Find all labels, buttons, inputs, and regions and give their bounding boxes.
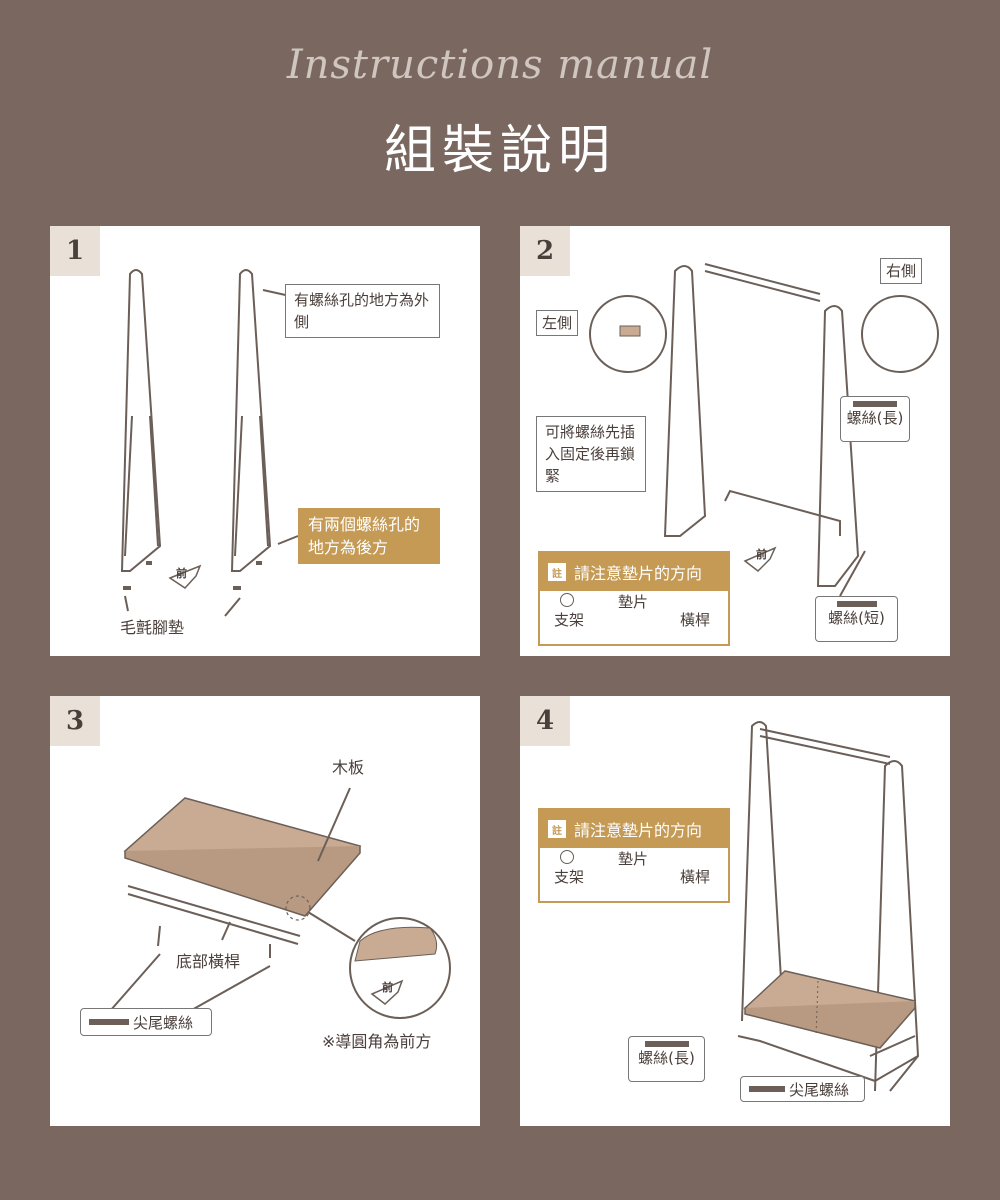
note-title: 請注意墊片的方向 (574, 564, 703, 583)
screw-icon (853, 401, 897, 407)
long-screw-label: 螺絲(長) (638, 1049, 695, 1067)
front-label: 前 (756, 548, 767, 561)
board-label: 木板 (332, 758, 365, 777)
script-title: Instructions manual (286, 42, 714, 88)
step-3-panel: 3 木板 底部橫桿 前 尖尾螺絲 ※導圓角為前方 (50, 696, 480, 1126)
felt-pad-label: 毛氈腳墊 (120, 618, 185, 637)
step-2-diagram (589, 263, 939, 597)
pointed-screw-box: 尖尾螺絲 (740, 1076, 865, 1102)
stand-label: 支架 (554, 868, 585, 886)
step-3-diagram (109, 787, 451, 1019)
washer-note: 註請注意墊片的方向 支架 墊片 橫桿 (538, 808, 730, 903)
step-number: 1 (50, 226, 100, 276)
left-side-label: 左側 (536, 310, 579, 336)
screw-icon (749, 1086, 785, 1092)
page-title: 組裝說明 (383, 121, 616, 181)
step-2-panel: 2 右側 左側 可將螺絲先插入固定後再鎖緊 螺絲(長) 前 註請注意墊片的方向 … (520, 226, 950, 656)
pointed-screw-box: 尖尾螺絲 (80, 1008, 212, 1036)
step-4-diagram (737, 721, 920, 1092)
step-number: 3 (50, 696, 100, 746)
washer-note: 註請注意墊片的方向 支架 墊片 橫桿 (538, 551, 730, 646)
washer-label: 墊片 (618, 593, 649, 611)
long-screw-box: 螺絲(長) (840, 396, 910, 442)
tip-box: 可將螺絲先插入固定後再鎖緊 (536, 416, 646, 492)
long-screw-box: 螺絲(長) (628, 1036, 705, 1082)
long-screw-label: 螺絲(長) (846, 409, 904, 427)
rounded-corner-note: ※導圓角為前方 (322, 1032, 432, 1051)
step-4-panel: 4 註請注意墊片的方向 支架 墊片 橫桿 螺絲(長) 尖尾螺絲 (520, 696, 950, 1126)
bar-label: 橫桿 (680, 611, 711, 629)
pointed-screw-label: 尖尾螺絲 (133, 1013, 194, 1032)
stand-label: 支架 (554, 611, 585, 629)
bottom-bar-label: 底部橫桿 (176, 948, 241, 972)
short-screw-label: 螺絲(短) (828, 609, 885, 627)
step-1-diagram (120, 269, 299, 617)
note-title: 請注意墊片的方向 (574, 821, 703, 840)
screw-icon (836, 601, 877, 607)
pointed-screw-label: 尖尾螺絲 (789, 1080, 850, 1099)
step-number: 4 (520, 696, 570, 746)
outside-callout: 有螺絲孔的地方為外側 (285, 284, 440, 338)
washer-label: 墊片 (618, 850, 649, 868)
back-callout: 有兩個螺絲孔的地方為後方 (298, 508, 440, 564)
washer-ring-icon (560, 850, 574, 864)
bar-label: 橫桿 (680, 868, 711, 886)
note-tag: 註 (548, 820, 566, 838)
washer-ring-icon (560, 593, 574, 607)
screw-icon (89, 1019, 129, 1025)
short-screw-box: 螺絲(短) (815, 596, 898, 642)
step-1-panel: 1 有螺絲孔的地方為外側 有兩個螺絲孔的地方為後方 前 毛氈腳墊 (50, 226, 480, 656)
right-side-label: 右側 (880, 258, 923, 284)
front-label: 前 (176, 567, 187, 580)
screw-icon (644, 1041, 689, 1047)
front-label: 前 (382, 981, 393, 994)
note-tag: 註 (548, 563, 566, 581)
step-number: 2 (520, 226, 570, 276)
